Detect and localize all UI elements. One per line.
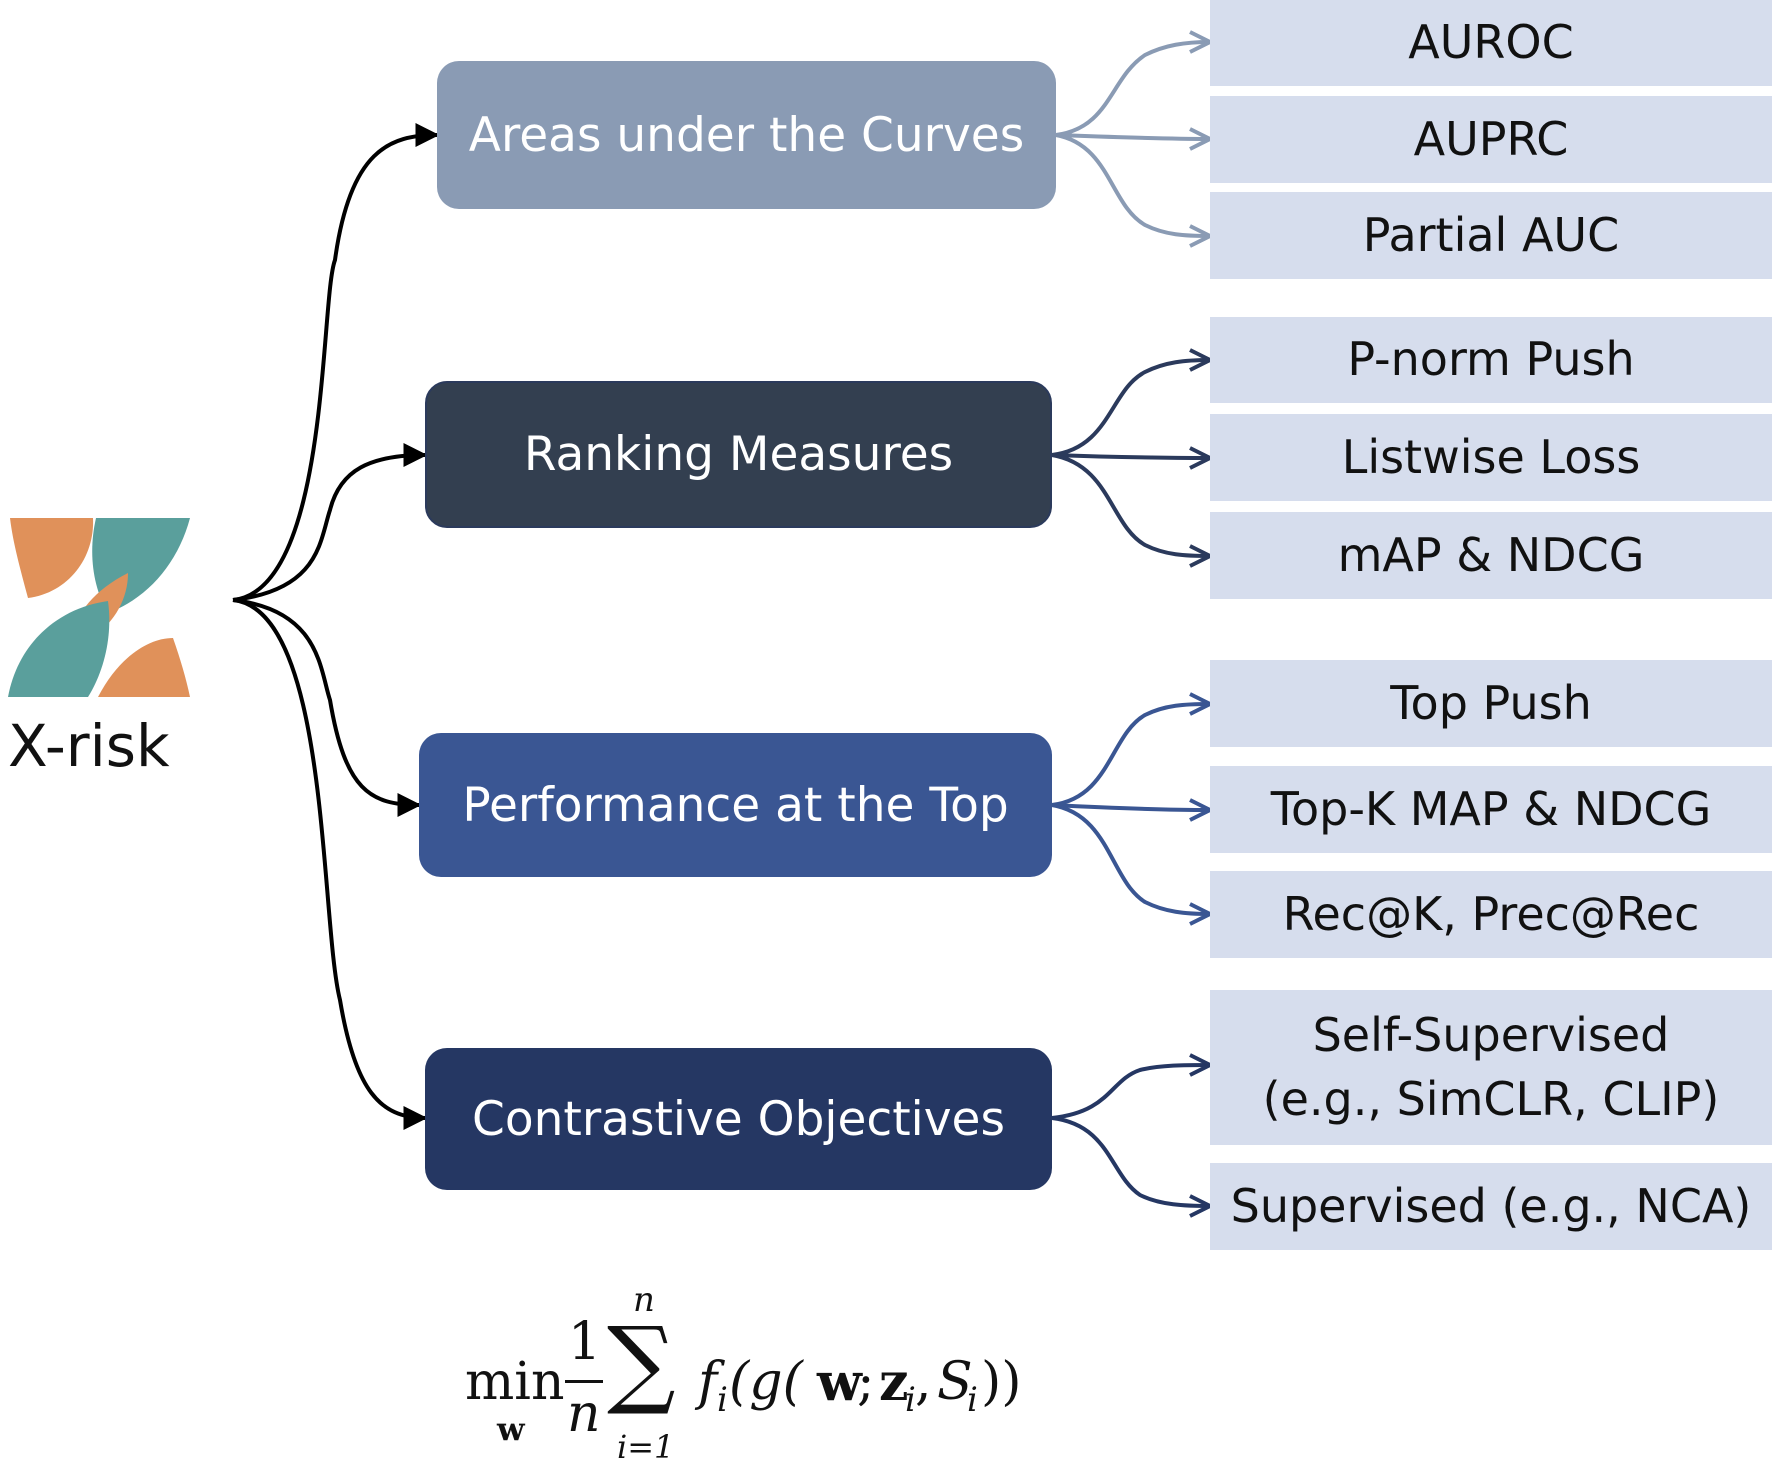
formula-w: w: [817, 1352, 862, 1413]
category-contrastive-objectives: Contrastive Objectives: [425, 1048, 1052, 1190]
formula-z: z: [879, 1352, 909, 1413]
cat0-arrow-1: [1055, 135, 1210, 139]
objective-formula: min w 1 n ∑ n i=1 f i (g( w ; z i , S i …: [465, 1280, 1065, 1472]
category-areas-under-curves: Areas under the Curves: [437, 61, 1056, 209]
leaf-map-ndcg: mAP & NDCG: [1210, 512, 1772, 599]
leaf-label: Top Push: [1390, 675, 1592, 730]
category-label: Contrastive Objectives: [472, 1091, 1005, 1147]
leaf-label: AUPRC: [1413, 111, 1569, 166]
formula-sum: ∑: [607, 1306, 676, 1418]
root-arrow-2: [232, 598, 422, 817]
category-label: Performance at the Top: [462, 777, 1009, 833]
logo-bottom-right-petal: [98, 638, 190, 697]
formula-f-sub: i: [717, 1380, 728, 1420]
formula-s: S: [937, 1352, 973, 1412]
cat3-arrow-1: [1051, 1116, 1210, 1206]
leaf-top-k-map-ndcg: Top-K MAP & NDCG: [1210, 766, 1772, 853]
cat2-arrow-2: [1051, 803, 1210, 914]
formula-frac-num: 1: [568, 1312, 602, 1372]
category-ranking-measures: Ranking Measures: [425, 381, 1052, 528]
leaf-top-push: Top Push: [1210, 660, 1772, 747]
leaf-label: mAP & NDCG: [1337, 527, 1645, 582]
leaf-label-line1: Self-Supervised: [1312, 1008, 1670, 1063]
cat2-arrow-1: [1051, 805, 1210, 810]
cat2-arrow-0: [1051, 704, 1210, 807]
root-arrow-1: [232, 443, 428, 602]
leaf-auprc: AUPRC: [1210, 96, 1772, 183]
leaf-label-line2: (e.g., SimCLR, CLIP): [1262, 1071, 1720, 1126]
category-label: Areas under the Curves: [468, 107, 1025, 163]
root-arrow-3: [232, 598, 428, 1130]
x-risk-logo-icon: [8, 518, 190, 697]
formula-z-sub: i: [905, 1380, 916, 1420]
root-label: X-risk: [8, 712, 170, 780]
leaf-label: Partial AUC: [1362, 207, 1620, 262]
leaf-label: Top-K MAP & NDCG: [1270, 781, 1712, 836]
cat1-arrow-2: [1051, 453, 1210, 556]
leaf-p-norm-push: P-norm Push: [1210, 317, 1772, 403]
leaf-rec-k-prec-rec: Rec@K, Prec@Rec: [1210, 871, 1772, 958]
cat1-arrow-0: [1051, 360, 1210, 457]
leaf-self-supervised: Self-Supervised (e.g., SimCLR, CLIP): [1210, 990, 1772, 1145]
formula-min: min: [465, 1352, 565, 1412]
leaf-listwise-loss: Listwise Loss: [1210, 414, 1772, 501]
formula-frac-den: n: [567, 1384, 601, 1444]
logo-bottom-left-petal: [8, 601, 110, 697]
category-label: Ranking Measures: [523, 427, 954, 482]
leaf-auroc: AUROC: [1210, 0, 1772, 86]
root-arrow-0: [232, 123, 440, 602]
cat3-arrow-0: [1051, 1065, 1210, 1120]
leaf-label: Supervised (e.g., NCA): [1230, 1178, 1752, 1233]
leaf-label: P-norm Push: [1347, 332, 1635, 387]
formula-close: )): [981, 1352, 1022, 1412]
cat0-arrow-2: [1055, 133, 1210, 236]
logo-top-left-petal: [10, 518, 94, 598]
formula-sum-top: n: [633, 1280, 655, 1320]
leaf-partial-auc: Partial AUC: [1210, 192, 1772, 279]
formula-semicolon: ;: [857, 1352, 875, 1412]
formula-f: f: [698, 1352, 718, 1412]
category-performance-at-top: Performance at the Top: [419, 733, 1052, 877]
cat0-arrow-0: [1055, 42, 1210, 137]
formula-min-sub: w: [497, 1410, 525, 1448]
cat1-arrow-1: [1051, 455, 1210, 458]
leaf-supervised-nca: Supervised (e.g., NCA): [1210, 1163, 1772, 1250]
formula-g-open: (g(: [729, 1352, 803, 1412]
formula-sum-bottom: i=1: [617, 1428, 675, 1466]
formula-comma: ,: [915, 1352, 932, 1412]
formula-frac-bar: [565, 1380, 603, 1383]
formula-s-sub: i: [967, 1380, 978, 1420]
leaf-label: AUROC: [1408, 15, 1574, 70]
leaf-label: Rec@K, Prec@Rec: [1282, 886, 1700, 941]
leaf-label: Listwise Loss: [1341, 429, 1641, 484]
